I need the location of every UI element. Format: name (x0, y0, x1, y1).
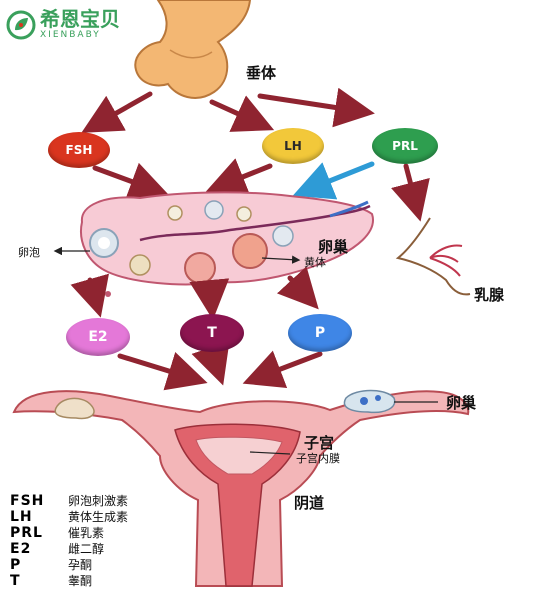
hormone-fsh: FSH (48, 132, 110, 168)
legend-desc: 卵泡刺激素 (68, 494, 129, 508)
legend-row: LH 黄体生成素 (10, 508, 129, 525)
pituitary-gland (134, 0, 252, 99)
legend-desc: 黄体生成素 (68, 510, 129, 524)
label-follicle: 卵泡 (18, 246, 40, 259)
legend-desc: 睾酮 (68, 574, 93, 588)
label-pointers (53, 246, 438, 455)
legend-abbr: LH (10, 509, 33, 525)
hormone-prl: PRL (372, 128, 438, 164)
hormone-fsh-label: FSH (65, 143, 93, 157)
label-corpus-luteum: 黄体 (304, 256, 326, 269)
legend-row: T 睾酮 (10, 572, 128, 589)
label-pituitary: 垂体 (246, 64, 277, 82)
label-vagina: 阴道 (294, 494, 325, 512)
hormone-to-ovary-arrows (92, 158, 430, 222)
ovary-to-steroid-arrows (70, 266, 319, 320)
pituitary-arrows (81, 87, 375, 133)
legend-abbr: T (10, 573, 21, 589)
legend-abbr: P (10, 557, 22, 573)
legend: FSH 卵泡刺激素 LH 黄体生成素 PRL 催乳素 E2 雌二醇 P 孕酮 T… (10, 492, 129, 589)
hormone-t-label: T (207, 325, 217, 341)
legend-desc: 催乳素 (68, 526, 105, 540)
leaf-logo-icon (6, 10, 36, 39)
label-ovary-right: 卵巢 (446, 394, 477, 412)
hormone-lh: LH (262, 128, 324, 164)
steroid-to-uterus-arrows (117, 341, 323, 391)
legend-abbr: E2 (10, 541, 32, 557)
legend-row: FSH 卵泡刺激素 (10, 492, 129, 509)
hormone-lh-label: LH (284, 139, 302, 153)
hormone-e2: E2 (66, 318, 130, 356)
label-uterus: 子宫 (304, 434, 335, 452)
legend-row: PRL 催乳素 (10, 524, 128, 541)
legend-abbr: FSH (10, 493, 45, 509)
brand-logo: 希恩宝贝 XIENBABY (6, 8, 120, 41)
legend-row: P 孕酮 (10, 556, 128, 573)
hormone-e2-label: E2 (88, 329, 108, 345)
breast-drawing (395, 217, 471, 296)
legend-row: E2 雌二醇 (10, 540, 128, 557)
legend-abbr: PRL (10, 525, 43, 541)
uterus-drawing (12, 389, 470, 587)
hormone-p-label: P (314, 325, 326, 341)
label-ovary-center: 卵巢 (318, 238, 349, 256)
hormone-t: T (180, 314, 244, 352)
hormone-p: P (288, 314, 352, 352)
hormone-prl-label: PRL (392, 139, 418, 153)
logo-name-en: XIENBABY (40, 30, 101, 40)
label-breast: 乳腺 (474, 286, 505, 304)
legend-desc: 雌二醇 (68, 542, 105, 556)
logo-name-cn: 希恩宝贝 (40, 7, 120, 31)
legend-desc: 孕酮 (68, 558, 93, 572)
label-endometrium: 子宫内膜 (296, 452, 340, 465)
